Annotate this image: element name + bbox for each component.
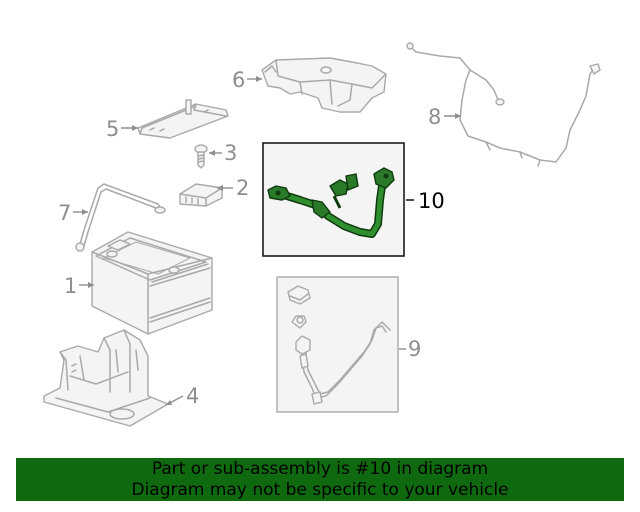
callout-10: 10 [406,189,445,213]
part-5-bracket [137,99,229,139]
svg-text:5: 5 [106,117,119,141]
part-8-harness [406,42,601,167]
banner-line-2: Diagram may not be specific to your vehi… [131,480,509,500]
part-6-insulator [261,57,387,113]
svg-text:1: 1 [64,274,77,298]
svg-text:2: 2 [236,176,249,200]
part-2-block [179,183,223,207]
callout-2: 2 [217,176,249,200]
svg-text:4: 4 [186,384,199,408]
callout-7: 7 [58,201,88,225]
svg-text:7: 7 [58,201,71,225]
callout-8: 8 [428,105,461,129]
svg-text:8: 8 [428,105,441,129]
part-4-tray [43,329,169,427]
callout-3: 3 [209,141,237,165]
callout-1: 1 [64,274,94,298]
info-banner: Part or sub-assembly is #10 in diagram D… [16,458,624,501]
svg-text:3: 3 [224,141,237,165]
banner-line-1: Part or sub-assembly is #10 in diagram [151,459,489,479]
part-9-cable [287,285,391,405]
svg-text:9: 9 [408,337,421,361]
callout-5: 5 [106,117,138,141]
svg-text:6: 6 [232,68,245,92]
callout-6: 6 [232,68,262,92]
part-3-bolt [194,144,208,169]
callout-9: 9 [399,337,421,361]
part-7-rod [75,183,166,252]
callout-4: 4 [165,384,199,408]
part-10-cable [267,167,395,238]
part-1-battery [91,231,213,335]
svg-text:10: 10 [418,189,445,213]
